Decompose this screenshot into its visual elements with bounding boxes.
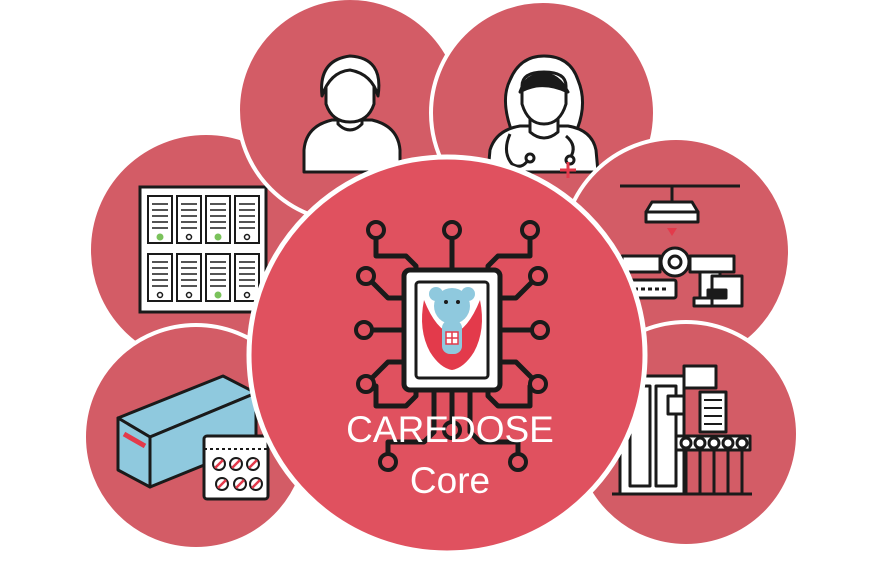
core-node: CAREDOSE Core [246, 154, 648, 556]
patient-icon [302, 54, 402, 174]
node-dose-cabinet [87, 131, 325, 369]
nurse-icon [486, 54, 600, 174]
node-medication-pack [82, 323, 310, 551]
medication-box-icon [116, 374, 270, 501]
robotic-arm-icon [620, 184, 744, 308]
core-subtitle: Core [410, 460, 490, 501]
medical-cross-icon [560, 162, 576, 178]
dose-cabinet-icon [138, 185, 268, 314]
core-title: CAREDOSE [346, 409, 554, 450]
teddy-bear-logo-icon [422, 287, 482, 370]
